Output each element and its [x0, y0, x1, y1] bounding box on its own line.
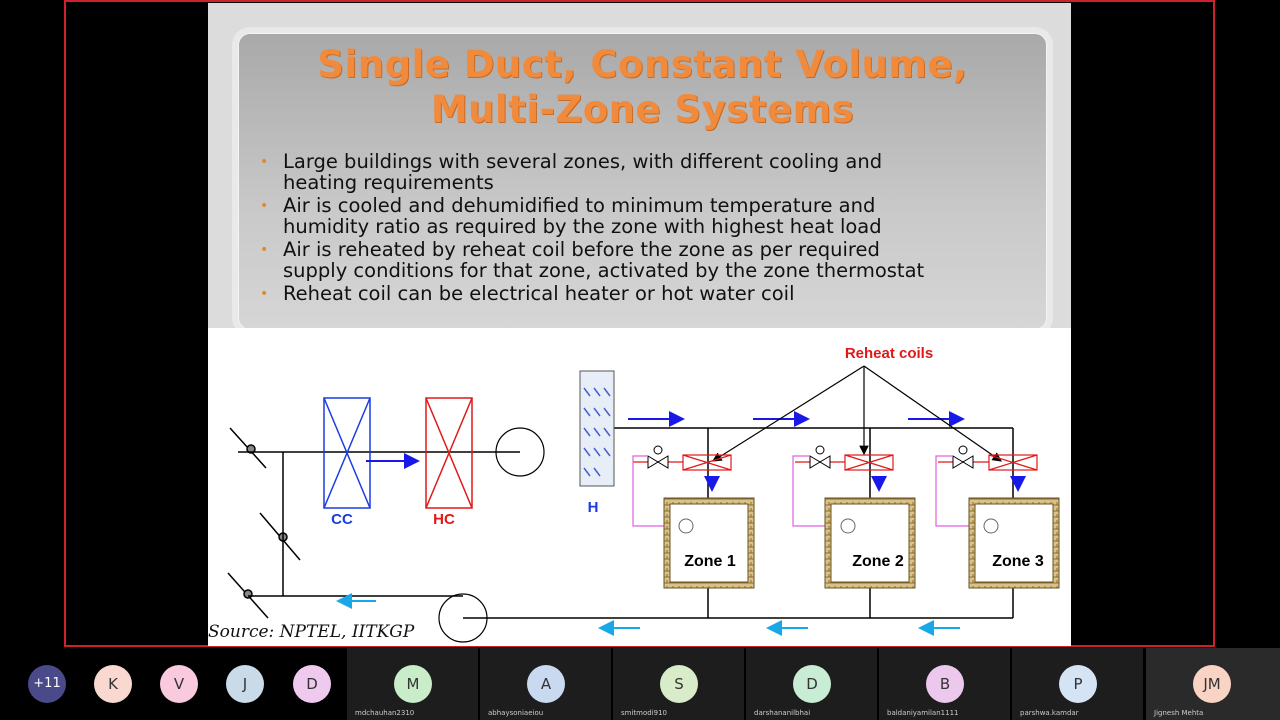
source-citation: Source: NPTEL, IITKGP [208, 622, 419, 642]
participant-name: mdchauhan2310 [355, 709, 415, 717]
reheat-pointer-lines [711, 365, 1002, 462]
slide-title-line-1: Single Duct, Constant Volume, [317, 43, 968, 86]
return-fan-icon [438, 593, 488, 643]
participant-tile[interactable]: D [279, 648, 345, 720]
bullet-dot: • [260, 286, 269, 302]
bullet-text: Reheat coil can be electrical heater or … [283, 282, 795, 305]
avatar: D [293, 665, 331, 703]
supply-fan-icon [495, 427, 545, 477]
participant-tile[interactable]: J [212, 648, 278, 720]
bullet-dot: • [260, 154, 269, 170]
bullet-text: humidity ratio as required by the zone w… [283, 214, 882, 238]
bullet-text: Large buildings with several zones, with… [283, 150, 883, 173]
airflow-arrows [366, 411, 1026, 492]
bullet-item: • Reheat coil can be electrical heater or… [257, 282, 1047, 305]
more-participants-count[interactable]: +11 [28, 665, 66, 703]
reheat-coils-label: Reheat coils [845, 345, 933, 362]
avatar: B [926, 665, 964, 703]
avatar: S [660, 665, 698, 703]
participant-tile[interactable]: K [80, 648, 146, 720]
heating-coil-label: HC [433, 511, 455, 528]
participant-name: Jignesh Mehta [1154, 709, 1204, 717]
bullet-item: • Air is reheated by reheat coil before t… [257, 238, 1047, 282]
bullet-list: • Large buildings with several zones, wit… [257, 150, 1047, 308]
slide-title: Single Duct, Constant Volume, Multi-Zone… [239, 42, 1046, 132]
cooling-coil-label: CC [331, 511, 353, 528]
avatar: M [394, 665, 432, 703]
return-air-arrows [336, 593, 960, 636]
participant-name: darshananilbhai [754, 709, 811, 717]
bullet-text: heating requirements [283, 170, 494, 194]
avatar: D [793, 665, 831, 703]
avatar: A [527, 665, 565, 703]
avatar: J [226, 665, 264, 703]
avatar: K [94, 665, 132, 703]
duct-lines [238, 427, 1014, 619]
participant-tile[interactable]: V [146, 648, 212, 720]
hvac-schematic: Reheat coils CC HC H Zone 1 Zone 2 Zone … [227, 345, 1060, 643]
thermostat-wires [632, 455, 983, 527]
avatar: P [1059, 665, 1097, 703]
bullet-dot: • [260, 198, 269, 214]
participant-name: smitmodi910 [621, 709, 668, 717]
humidifier-icon [579, 370, 615, 487]
hvac-diagram: Reheat coils CC HC H Zone 1 Zone 2 Zone … [208, 328, 1071, 646]
bullet-item: • Air is cooled and dehumidified to minim… [257, 194, 1047, 238]
avatar: V [160, 665, 198, 703]
participant-name: abhaysoniaeiou [488, 709, 544, 717]
zone-2-label: Zone 2 [852, 553, 904, 570]
bullet-text: supply conditions for that zone, activat… [283, 258, 925, 282]
bullet-dot: • [260, 242, 269, 258]
presentation-slide: Single Duct, Constant Volume, Multi-Zone… [208, 3, 1071, 646]
humidifier-label: H [588, 499, 599, 516]
cooling-coil-icon [323, 397, 371, 509]
zone-1-label: Zone 1 [684, 553, 736, 570]
zone-3-label: Zone 3 [992, 553, 1044, 570]
slide-text-panel: Single Duct, Constant Volume, Multi-Zone… [238, 33, 1047, 330]
zone-boxes [663, 497, 1060, 589]
participant-tile[interactable]: JM Jignesh Mehta [1146, 648, 1280, 720]
damper-icon [227, 427, 301, 619]
reheat-coil-icon [682, 454, 1038, 471]
slide-title-line-2: Multi-Zone Systems [430, 88, 855, 131]
bullet-text: Air is reheated by reheat coil before th… [283, 238, 880, 261]
avatar: JM [1193, 665, 1231, 703]
heating-coil-icon [425, 397, 473, 509]
bullet-text: Air is cooled and dehumidified to minimu… [283, 194, 876, 217]
bullet-item: • Large buildings with several zones, wit… [257, 150, 1047, 194]
participant-name: parshwa.kamdar [1020, 709, 1079, 717]
valve-icon [647, 445, 974, 469]
participant-name: baldaniyamilan1111 [887, 709, 959, 717]
more-participants-tile[interactable]: +11 [14, 648, 80, 720]
